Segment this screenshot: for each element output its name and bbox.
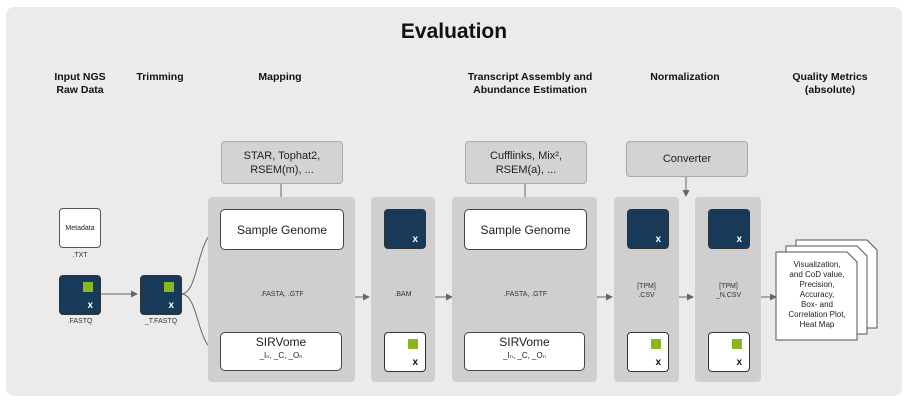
quality-line-6: Correlation Plot, [788, 310, 846, 319]
tool-box-assembly: Cufflinks, Mix², RSEM(a), ... [465, 141, 587, 184]
x-mark: x [736, 357, 742, 368]
trimmed-fastq-file-icon: x [140, 275, 182, 315]
sirvome-label: SIRVome [255, 335, 307, 349]
sample-genome-label: Sample Genome [236, 222, 328, 237]
header-quality-line2: (absolute) [804, 84, 856, 96]
quality-line-4: Accuracy, [799, 290, 835, 299]
bam-sirv-file-icon: x [384, 332, 426, 372]
sirvome-sub-label: _Iₙ, _C, _Oₙ [503, 351, 546, 360]
x-mark: x [87, 300, 93, 311]
caption-tpm-csv: [TPM] .CSV [618, 282, 675, 300]
x-mark: x [655, 234, 661, 245]
quality-line-2: and CoD value, [789, 270, 845, 279]
sample-genome-box-assembly: Sample Genome [464, 209, 587, 250]
header-input-line2: Raw Data [56, 84, 104, 96]
bam-genome-file-icon: x [384, 209, 426, 249]
header-assembly: Transcript Assembly and Abundance Estima… [455, 71, 605, 97]
green-marker [651, 339, 661, 349]
tpm-sirv-file-icon: x [627, 332, 669, 372]
caption-txt: .TXT [72, 252, 88, 259]
caption-fasta-gtf-mapping: .FASTA, .GTF [260, 291, 304, 298]
caption-fastq: .FASTQ [67, 318, 93, 325]
x-mark: x [736, 234, 742, 245]
quality-line-5: Box- and [800, 300, 834, 309]
quality-line-3: Precision, [799, 280, 835, 289]
x-mark: x [655, 357, 661, 368]
header-mapping-line1: Mapping [258, 71, 302, 83]
fastq-file-icon: x [59, 275, 101, 315]
tool-box-converter: Converter [626, 141, 748, 177]
header-trimming: Trimming [125, 71, 195, 84]
sirvome-box-assembly: SIRVome _Iₙ, _C, _Oₙ [464, 332, 585, 371]
header-mapping: Mapping [240, 71, 320, 84]
caption-tpm-line2: .CSV [638, 292, 655, 299]
caption-bam: .BAM [394, 291, 412, 298]
tool-mapping-line1: STAR, Tophat2, [243, 149, 321, 162]
metadata-file: Metadata [59, 208, 101, 248]
tool-assembly-line2: RSEM(a), ... [495, 163, 557, 176]
x-mark: x [412, 357, 418, 368]
green-marker [164, 282, 174, 292]
sample-genome-label: Sample Genome [480, 222, 571, 237]
tool-mapping-line2: RSEM(m), ... [250, 163, 314, 176]
quality-line-1: Visualization, [793, 260, 841, 269]
tool-converter-label: Converter [662, 153, 712, 165]
x-mark: x [412, 234, 418, 245]
green-marker [408, 339, 418, 349]
quality-line-7: Heat Map [799, 320, 835, 329]
header-input-ngs: Input NGS Raw Data [40, 71, 120, 97]
header-normalization: Normalization [635, 71, 735, 84]
x-mark: x [168, 300, 174, 311]
tool-box-mapping: STAR, Tophat2, RSEM(m), ... [221, 141, 343, 184]
sirvome-label: SIRVome [499, 335, 550, 349]
header-trimming-line1: Trimming [136, 71, 184, 83]
green-marker [83, 282, 93, 292]
caption-tpm-n-csv: [TPM] _N.CSV [700, 282, 757, 300]
metadata-label: Metadata [65, 224, 95, 232]
green-marker [732, 339, 742, 349]
tool-assembly-line1: Cufflinks, Mix², [490, 149, 562, 162]
header-quality-line1: Quality Metrics [792, 71, 868, 83]
page-title: Evaluation [400, 20, 508, 43]
header-quality-metrics: Quality Metrics (absolute) [775, 71, 885, 97]
caption-tpm-n-line2: _N.CSV [715, 292, 742, 299]
quality-metrics-document-stack [775, 239, 878, 341]
caption-fasta-gtf-assembly: .FASTA, .GTF [503, 291, 548, 298]
caption-t-fastq: _T.FASTQ [144, 318, 178, 325]
caption-tpm-n-line1: [TPM] [719, 283, 738, 290]
header-input-line1: Input NGS [54, 71, 106, 83]
header-assembly-line1: Transcript Assembly and [467, 71, 593, 83]
caption-tpm-line1: [TPM] [637, 283, 656, 290]
normalized-genome-file-icon: x [708, 209, 750, 249]
header-normalization-line1: Normalization [650, 71, 720, 83]
sample-genome-box-mapping: Sample Genome [220, 209, 344, 250]
tpm-genome-file-icon: x [627, 209, 669, 249]
quality-metrics-text: Visualization, and CoD value, Precision,… [778, 260, 856, 330]
document-front [775, 251, 858, 341]
sirvome-sub-label: _Iₙ, _C, _Oₙ [259, 351, 303, 360]
header-assembly-line2: Abundance Estimation [473, 84, 587, 96]
sirvome-box-mapping: SIRVome _Iₙ, _C, _Oₙ [220, 332, 342, 371]
normalized-sirv-file-icon: x [708, 332, 750, 372]
